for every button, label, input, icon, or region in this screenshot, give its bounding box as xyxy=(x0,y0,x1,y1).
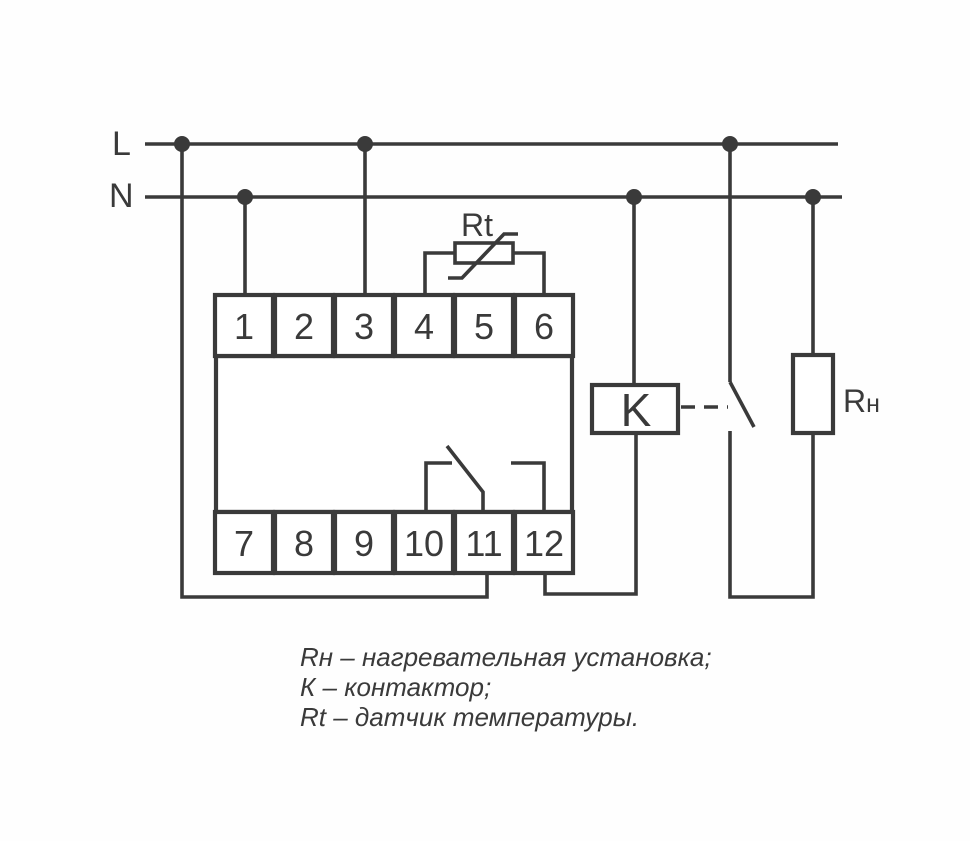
terminal-number-4: 4 xyxy=(414,306,434,347)
terminal-number-2: 2 xyxy=(294,306,314,347)
terminal-box-4 xyxy=(392,292,456,359)
contact-blade-11 xyxy=(445,444,485,512)
legend-line-contactor: К – контактор; xyxy=(300,672,491,702)
sensor-label-rt: Rt xyxy=(461,207,493,243)
terminal-number-10: 10 xyxy=(404,523,444,564)
heater-symbol: Rн xyxy=(790,352,880,436)
temperature-sensor-symbol: Rt xyxy=(448,207,518,280)
terminal-number-8: 8 xyxy=(294,523,314,564)
contact-fixed-12 xyxy=(511,461,546,512)
bus-label-N: N xyxy=(109,177,134,215)
terminal-row-top: 1 2 3 4 5 6 xyxy=(212,292,576,359)
relay-contact-symbol xyxy=(424,444,546,512)
junction-dot xyxy=(722,136,738,152)
contactor-box xyxy=(589,382,681,436)
contactor-main-switch xyxy=(728,381,756,428)
legend-line-heater: Rн – нагревательная установка; xyxy=(300,642,712,672)
terminal-box-3 xyxy=(332,292,396,359)
wire-terminal12-to-contactor xyxy=(543,433,638,596)
terminal-number-9: 9 xyxy=(354,523,374,564)
switch-blade xyxy=(728,381,756,428)
heater-label-rh: Rн xyxy=(843,383,880,419)
terminal-number-5: 5 xyxy=(474,306,494,347)
device-body xyxy=(213,353,575,515)
terminal-number-12: 12 xyxy=(524,523,564,564)
heater-label-main: R xyxy=(843,383,866,419)
heater-label-sub: н xyxy=(866,390,880,418)
terminal-box-1 xyxy=(212,292,276,359)
terminal-box-12 xyxy=(512,509,576,576)
junction-dot xyxy=(357,136,373,152)
terminal-number-11: 11 xyxy=(465,523,502,564)
legend-line-sensor: Rt – датчик температуры. xyxy=(300,702,639,732)
contactor-coil: K xyxy=(589,382,728,436)
terminal-number-1: 1 xyxy=(234,306,254,347)
thermistor-diagonal xyxy=(448,232,518,280)
relay-device: 1 2 3 4 5 6 7 8 9 10 11 12 xyxy=(212,292,576,576)
junction-dot xyxy=(174,136,190,152)
junction-dot xyxy=(805,189,821,205)
terminal-number-7: 7 xyxy=(234,523,254,564)
terminal-box-11 xyxy=(452,509,516,576)
contactor-label-k: K xyxy=(621,384,652,436)
junction-dots xyxy=(174,136,821,205)
legend: Rн – нагревательная установка; К – конта… xyxy=(300,642,712,732)
terminal-row-bottom: 7 8 9 10 11 12 xyxy=(212,509,576,576)
junction-dot xyxy=(626,189,642,205)
bus-label-L: L xyxy=(112,125,131,163)
terminal-box-2 xyxy=(272,292,336,359)
terminal-number-3: 3 xyxy=(354,306,374,347)
terminal-box-6 xyxy=(512,292,576,359)
heater-resistor-body xyxy=(790,352,836,436)
wire-switch-to-heater xyxy=(728,431,815,599)
contact-fixed-10 xyxy=(424,461,452,512)
junction-dot xyxy=(237,189,253,205)
terminal-number-6: 6 xyxy=(534,306,554,347)
